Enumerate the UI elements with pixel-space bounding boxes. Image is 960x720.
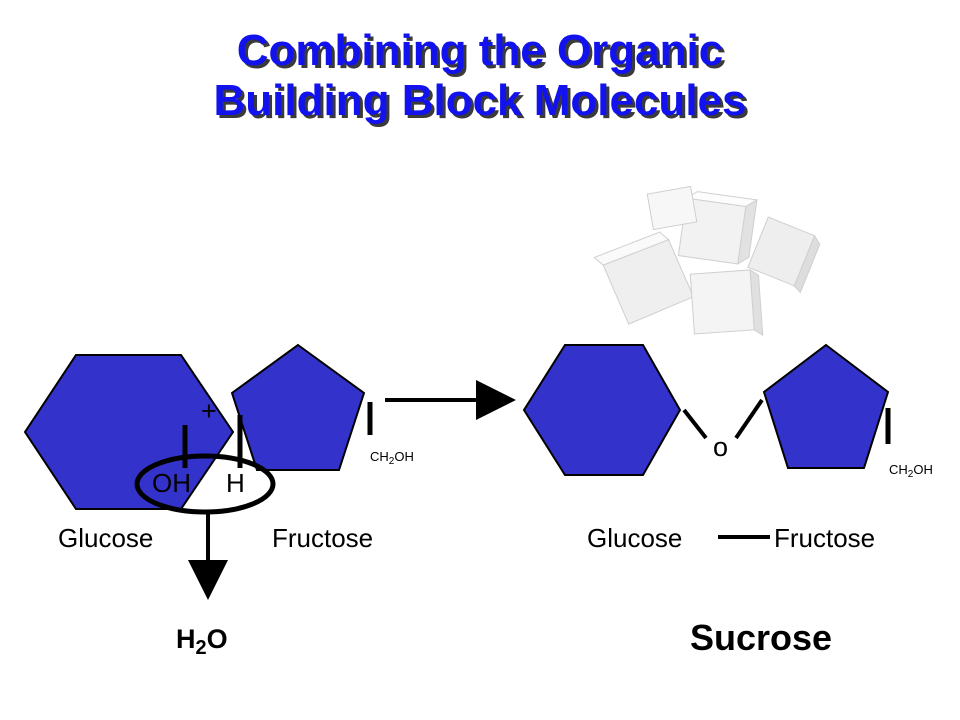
fructose-label-right: Fructose [774,523,875,553]
fructose-label-left: Fructose [272,523,373,553]
water-label: H2O [176,624,228,659]
fructose-pentagon-right [762,343,890,469]
glucose-hexagon-right [522,344,682,476]
plus-sign: + [201,396,217,426]
title-line-1: Combining the Organic [236,26,724,75]
sugar-cubes-image [593,185,821,337]
glycosidic-bond-left [682,408,708,440]
sucrose-label: Sucrose [690,617,832,658]
ch2oh-label-left: CH2OH [370,449,414,467]
ch2oh-label-right: CH2OH [889,462,933,480]
glucose-hexagon-left [23,354,235,510]
slide-title: Combining the Organic Building Block Mol… [0,26,960,126]
oxygen-label: o [713,432,728,462]
h-label: H [226,468,245,498]
title-line-2: Building Block Molecules [213,76,747,125]
fructose-pentagon-left [230,343,366,471]
oh-label: OH [152,468,191,498]
water-removal-circle [134,453,276,515]
glucose-label-left: Glucose [58,523,153,553]
glucose-label-right: Glucose [587,523,682,553]
glycosidic-bond-right [734,398,764,440]
